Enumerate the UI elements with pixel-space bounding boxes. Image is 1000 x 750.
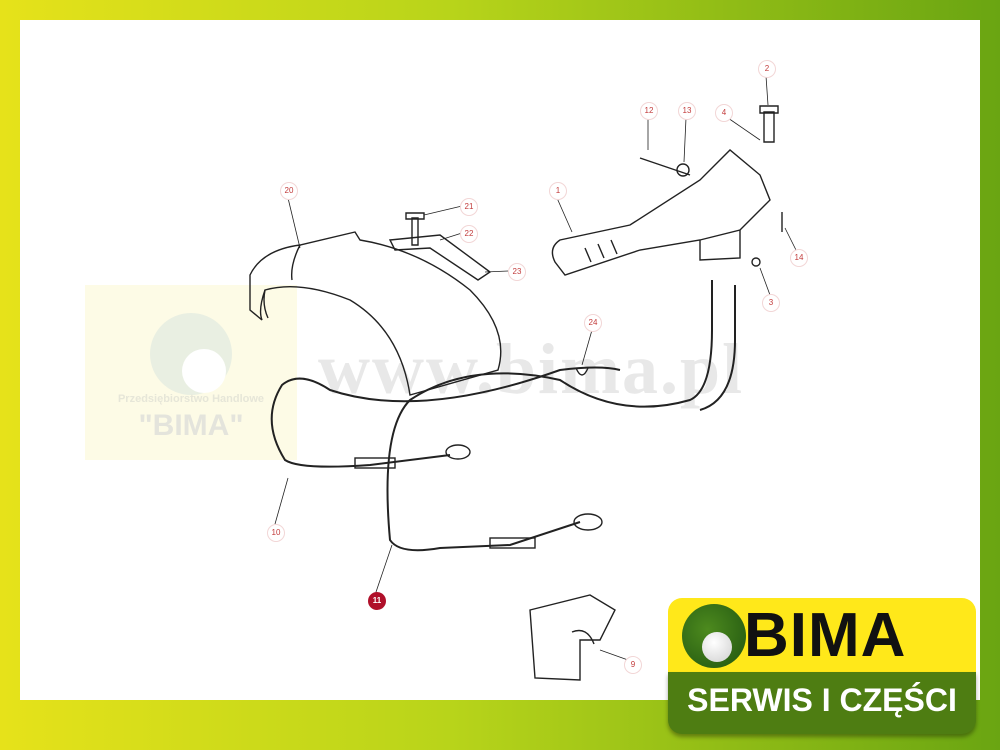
callout-23[interactable]: 23 <box>508 263 526 281</box>
watermark-url: www.bima.pl <box>318 329 745 409</box>
callout-21[interactable]: 21 <box>460 198 478 216</box>
cable-11-adjuster <box>489 537 536 549</box>
callout-24[interactable]: 24 <box>584 314 602 332</box>
clip-24 <box>575 367 589 376</box>
logo-top-band: BIMA <box>668 598 976 672</box>
part-cover <box>249 231 502 396</box>
callout-11-selected[interactable]: 11 <box>368 592 386 610</box>
callout-3[interactable]: 3 <box>762 294 780 312</box>
part-bracket <box>388 234 492 281</box>
logo-bottom-band <box>668 672 976 734</box>
part-lever <box>551 149 771 276</box>
cable-11-end <box>573 513 603 531</box>
bima-logo: BIMA SERWIS I CZĘŚCI <box>668 598 976 738</box>
watermark-company-name: "BIMA" <box>138 409 244 442</box>
watermark-circle <box>150 313 232 395</box>
cable-main <box>386 280 713 552</box>
callout-10[interactable]: 10 <box>267 524 285 542</box>
cable-10 <box>270 366 621 468</box>
cable-10-end <box>445 444 471 460</box>
part-nut-3 <box>751 257 761 267</box>
callout-20[interactable]: 20 <box>280 182 298 200</box>
callout-13[interactable]: 13 <box>678 102 696 120</box>
logo-tagline: SERWIS I CZĘŚCI <box>687 682 957 718</box>
callout-9[interactable]: 9 <box>624 656 642 674</box>
callout-12[interactable]: 12 <box>640 102 658 120</box>
watermark-company-line: Przedsiębiorstwo Handlowe <box>117 393 265 405</box>
logo-name: BIMA <box>744 601 907 670</box>
callout-2[interactable]: 2 <box>758 60 776 78</box>
logo-ball-icon <box>702 632 732 662</box>
cable-10-adjuster <box>354 457 396 469</box>
callout-14[interactable]: 14 <box>790 249 808 267</box>
callout-4[interactable]: 4 <box>715 104 733 122</box>
logo-circle-icon <box>682 604 746 668</box>
part-bracket-9 <box>529 594 616 681</box>
part-bolt-2 <box>759 105 779 143</box>
part-washer-13 <box>676 163 690 177</box>
callout-22[interactable]: 22 <box>460 225 478 243</box>
watermark-ball <box>182 349 226 393</box>
watermark-logo: Przedsiębiorstwo Handlowe "BIMA" <box>85 285 297 460</box>
callout-1[interactable]: 1 <box>549 182 567 200</box>
part-pin-12 <box>639 157 691 176</box>
part-bolt-21 <box>405 212 425 246</box>
